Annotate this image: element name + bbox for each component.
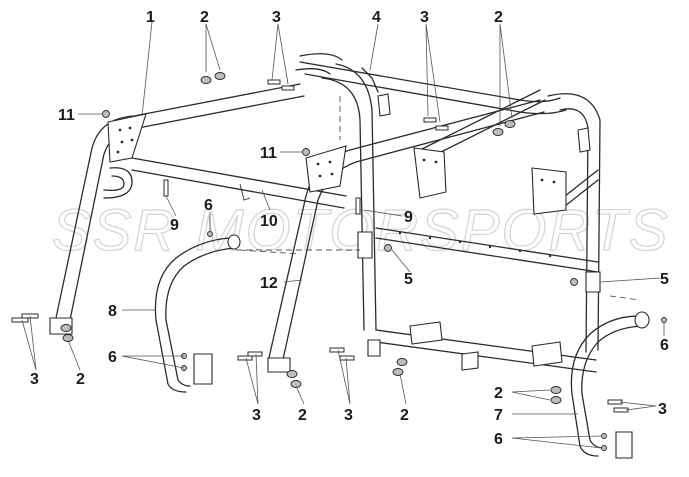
- callout-6: 6: [108, 349, 117, 366]
- front-roll-hoop: [49, 83, 305, 335]
- callout-3: 3: [658, 401, 667, 418]
- callout-3: 3: [344, 407, 353, 424]
- callouts: 1 2 3 4 3 2 11 11 9 10 6 9 5 12 8 5 6 6 …: [30, 9, 669, 448]
- callout-5: 5: [404, 271, 413, 288]
- callout-3: 3: [252, 407, 261, 424]
- left-grab-bar: [154, 234, 301, 393]
- callout-1: 1: [146, 9, 155, 26]
- callout-11: 11: [260, 145, 277, 162]
- callout-6: 6: [204, 197, 213, 214]
- callout-5: 5: [660, 271, 669, 288]
- callout-9: 9: [404, 209, 413, 226]
- right-grab-bar: [570, 295, 650, 459]
- callout-2: 2: [298, 407, 307, 424]
- center-hoop: [267, 99, 545, 373]
- callout-12: 12: [260, 275, 278, 292]
- callout-2: 2: [200, 9, 209, 26]
- rear-frame: [299, 61, 601, 373]
- callout-6: 6: [660, 337, 669, 354]
- callout-6: 6: [494, 431, 503, 448]
- callout-9: 9: [170, 217, 179, 234]
- callout-10: 10: [260, 213, 278, 230]
- callout-4: 4: [372, 9, 381, 26]
- top-cross-tube: [295, 53, 343, 75]
- callout-2: 2: [76, 371, 85, 388]
- callout-7: 7: [494, 407, 503, 424]
- callout-3: 3: [420, 9, 429, 26]
- callout-2: 2: [400, 407, 409, 424]
- callout-3: 3: [30, 371, 39, 388]
- callout-3: 3: [272, 9, 281, 26]
- fasteners: [11, 72, 667, 451]
- callout-2: 2: [494, 9, 503, 26]
- callout-11: 11: [58, 107, 75, 124]
- leader-lines: [21, 21, 665, 449]
- callout-8: 8: [108, 303, 117, 320]
- callout-2: 2: [494, 385, 503, 402]
